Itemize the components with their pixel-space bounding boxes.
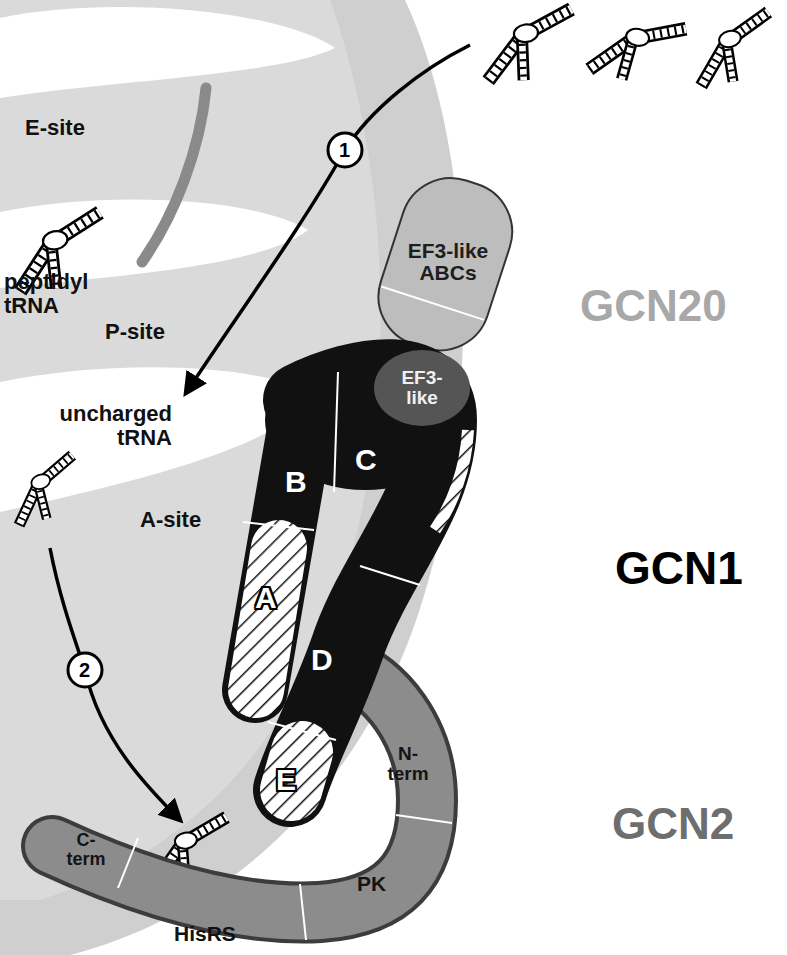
protein-name: GCN20 bbox=[580, 282, 727, 330]
trna-molecules-part bbox=[589, 13, 686, 88]
process-arrows-part bbox=[328, 133, 362, 167]
gcn1-shape bbox=[243, 350, 470, 790]
gcn1-shape-part bbox=[243, 522, 314, 530]
domain-letter: D bbox=[309, 642, 335, 678]
domain-letter: C bbox=[353, 442, 379, 478]
gcn1-shape-part bbox=[334, 372, 338, 492]
domain-segment: N- term bbox=[382, 742, 434, 786]
gcn20-shape-part bbox=[381, 287, 484, 320]
callout-number: 2 bbox=[79, 659, 90, 681]
site-label: A-site bbox=[140, 508, 201, 532]
site-label: E-site bbox=[25, 116, 85, 140]
gcn2-band-part bbox=[300, 884, 306, 940]
domain-label: EF3- like bbox=[392, 368, 452, 408]
process-arrows-part bbox=[68, 653, 102, 687]
ribosome-part bbox=[142, 88, 206, 262]
domain-letter: B bbox=[283, 464, 309, 500]
gcn1-shape-part bbox=[256, 548, 279, 690]
domain-label: N- term bbox=[384, 744, 432, 784]
domain-label: E bbox=[276, 764, 296, 796]
ribosome-part bbox=[0, 0, 463, 955]
domain-region: EF3- like bbox=[390, 366, 454, 410]
gcn1-shape-part bbox=[374, 350, 470, 426]
domain-label: C- term bbox=[65, 831, 107, 869]
domain-letter: A bbox=[253, 580, 279, 616]
ribosome-part bbox=[0, 7, 335, 98]
molecule-label: peptidyl tRNA bbox=[4, 270, 119, 318]
domain-label: HisRS bbox=[174, 923, 236, 945]
ribosome bbox=[0, 0, 463, 955]
domain-label: C bbox=[355, 444, 377, 476]
molecule-label: uncharged tRNA bbox=[0, 402, 172, 450]
domain-label: D bbox=[311, 644, 333, 676]
domain-label: EF3-like ABCs bbox=[396, 240, 500, 284]
gcn1-shape-part bbox=[268, 722, 336, 740]
domain-label: B bbox=[285, 466, 307, 498]
gcn2-band-part bbox=[396, 815, 452, 823]
gcn2-band-part bbox=[118, 838, 138, 888]
domain-segment: C- term bbox=[63, 829, 109, 871]
gcn20-shape bbox=[365, 165, 525, 363]
site-label: P-site bbox=[105, 320, 165, 344]
domain-label: PK bbox=[357, 873, 386, 895]
domain-segment: HisRS bbox=[172, 921, 238, 947]
callout-number: 1 bbox=[339, 139, 350, 161]
domain-letter: E bbox=[274, 762, 298, 798]
protein-name: GCN1 bbox=[615, 543, 743, 594]
domain-box: EF3-like ABCs bbox=[394, 238, 502, 286]
protein-name: GCN2 bbox=[612, 800, 734, 848]
gcn1-shape-part bbox=[360, 566, 420, 585]
trna-molecules-part bbox=[480, 9, 580, 85]
gcn1-shape-part bbox=[290, 376, 440, 790]
domain-label: A bbox=[255, 582, 277, 614]
gcn1-shape-part bbox=[435, 430, 468, 530]
gcn20-shape-part bbox=[365, 165, 525, 363]
domain-segment: PK bbox=[355, 871, 388, 897]
ribosome-part bbox=[0, 0, 381, 900]
trna-molecules-part bbox=[687, 12, 783, 90]
process-arrows-part bbox=[50, 548, 180, 820]
trna-molecules-part bbox=[3, 455, 90, 528]
